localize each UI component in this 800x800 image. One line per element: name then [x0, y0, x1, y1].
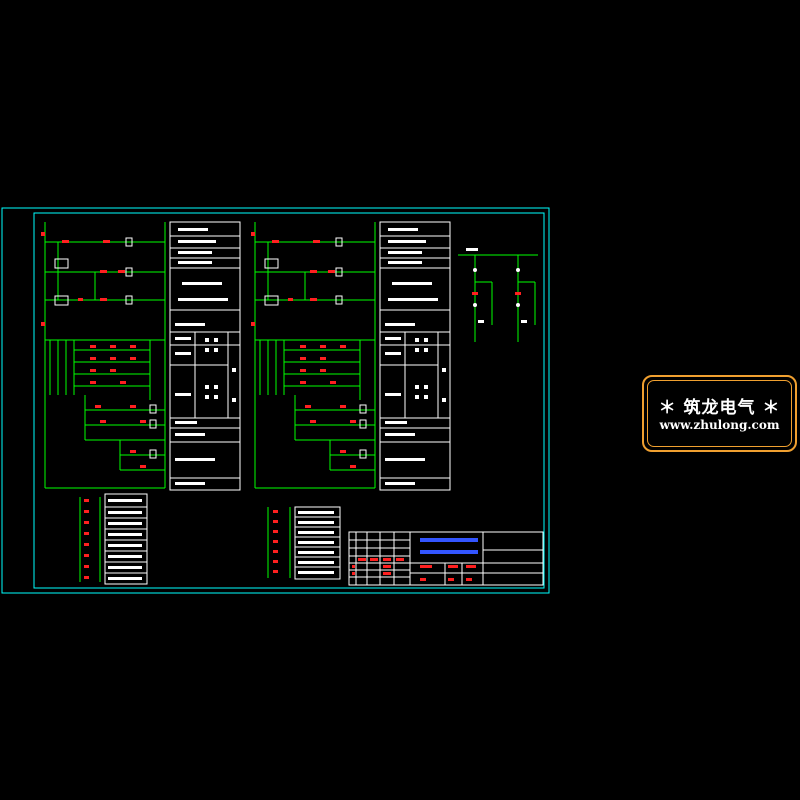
outer-frame	[1, 207, 550, 594]
left-desc-text	[175, 228, 236, 485]
right-devices	[251, 232, 356, 468]
title-block	[348, 531, 544, 586]
left-circuit	[44, 222, 166, 489]
left-legend-boxes	[104, 493, 148, 585]
left-legend-devices	[84, 499, 89, 579]
watermark-url: www.zhulong.com	[659, 418, 780, 432]
left-desc-table	[169, 221, 241, 491]
right-coils	[264, 237, 367, 459]
watermark-inner-border	[647, 380, 792, 447]
right-legend	[267, 507, 291, 578]
watermark-box: ＊ 筑龙电气 ＊ www.zhulong.com	[642, 375, 797, 452]
right-desc-table	[379, 221, 451, 491]
right-circuit	[254, 222, 376, 489]
left-devices	[41, 232, 146, 468]
main-circuit	[458, 254, 538, 342]
left-legend	[79, 497, 101, 582]
left-coils	[54, 237, 157, 459]
inner-frame	[33, 212, 545, 589]
right-desc-text	[385, 228, 446, 485]
watermark-title: ＊ 筑龙电气 ＊	[658, 398, 781, 418]
